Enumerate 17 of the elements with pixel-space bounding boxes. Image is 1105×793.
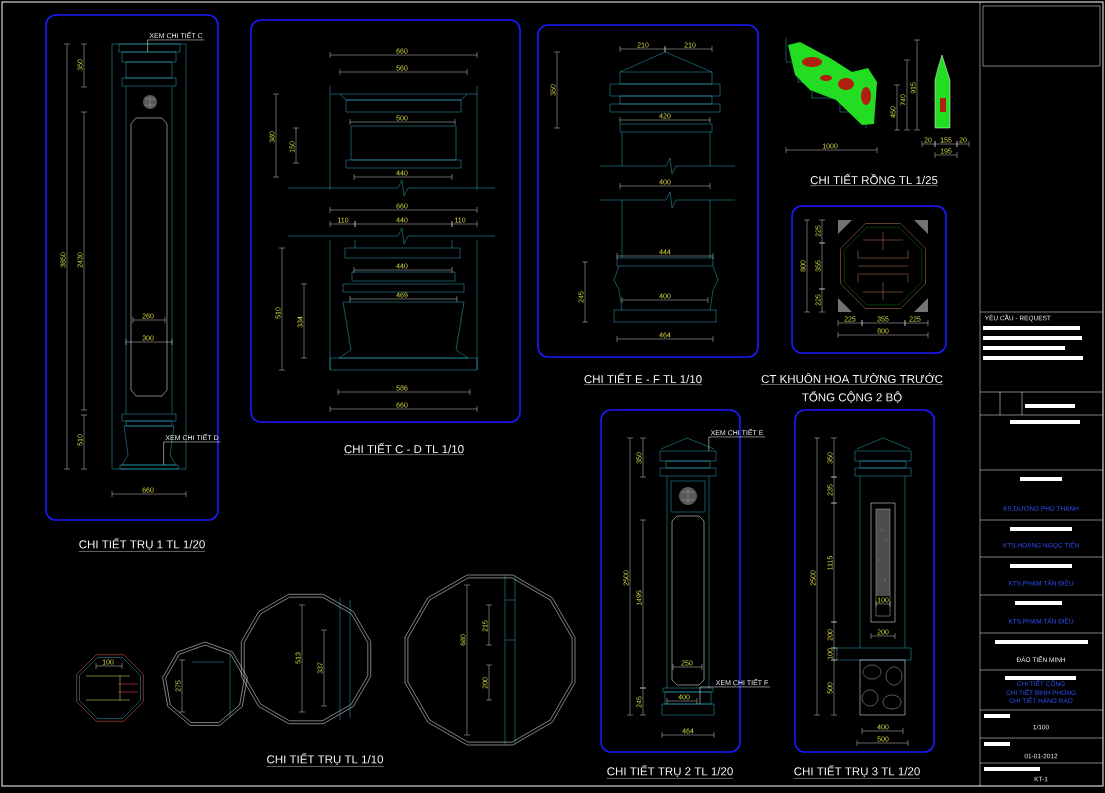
drawing-title: CHI TIẾT TRỤ 2 TL 1/20 — [606, 765, 734, 779]
drawing-title: CHI TIẾT C - D TL 1/10 — [343, 442, 465, 455]
drawing-title: TỔNG CỘNG 2 BỘ — [802, 391, 902, 404]
capital-block — [659, 450, 717, 462]
leader-line — [708, 436, 766, 451]
leader-line — [699, 686, 771, 704]
drawing-title: CHI TIẾT TRỤ TL 1/10 — [266, 753, 384, 767]
drawing-title: CHI TIẾT TRỤ 1 TL 1/20 — [78, 538, 206, 552]
leader-line — [163, 441, 221, 465]
drawing-title: CHI TIẾT RỒNG TL 1/25 — [809, 173, 939, 186]
base-block — [661, 703, 715, 716]
leader-line — [147, 39, 205, 52]
capital-block — [121, 51, 177, 63]
drawing-title: CHI TIẾT TRỤ 3 TL 1/20 — [793, 765, 921, 779]
drawing-title: CT KHUÔN HOA TƯỜNG TRƯỚC — [760, 372, 944, 385]
base-block — [119, 464, 179, 470]
drawing-title: CHI TIẾT E - F TL 1/10 — [583, 372, 703, 385]
